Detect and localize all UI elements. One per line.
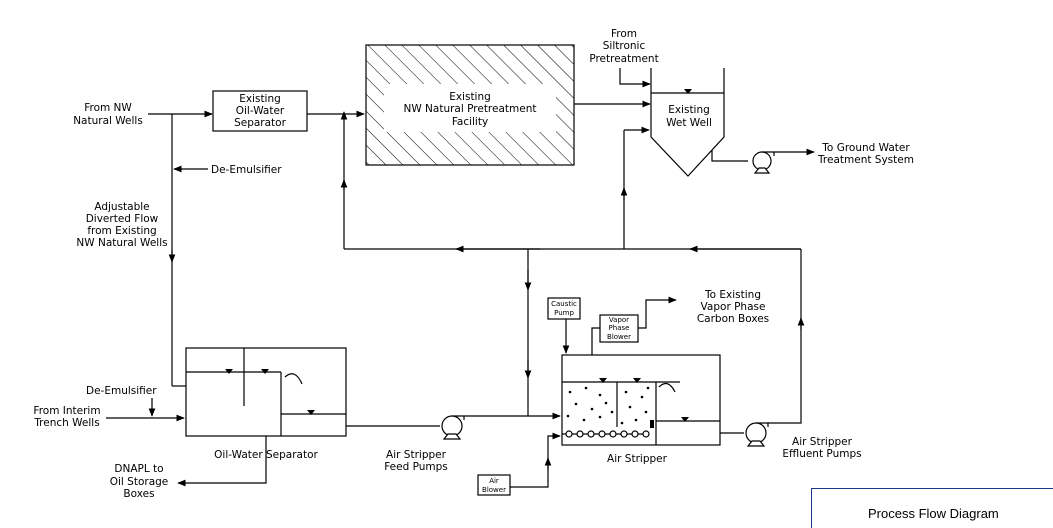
ows-bottom-label: Oil-Water Separator xyxy=(214,449,318,461)
dnapl-label: Boxes xyxy=(123,488,154,500)
feed-pumps-label: Feed Pumps xyxy=(384,461,448,473)
dnapl-label: Oil Storage xyxy=(110,476,169,488)
ows-marker-3 xyxy=(307,410,315,415)
wet-well-label: Existing xyxy=(668,104,710,116)
siltronic-label: Siltronic xyxy=(603,40,646,52)
to-gw-label: Treatment System xyxy=(817,154,914,166)
vapor-outflow-line xyxy=(638,296,677,329)
stripper-bubbles xyxy=(566,386,650,425)
wet-well-outline xyxy=(650,68,725,177)
pretreatment-label-bg xyxy=(384,84,556,132)
effluent-pump-out xyxy=(768,420,802,424)
interim-label: From Interim xyxy=(33,405,100,417)
pretreatment-label: NW Natural Pretreatment xyxy=(403,103,536,115)
to-vapor-label: To Existing xyxy=(704,289,761,301)
vapor-blower-label: Blower xyxy=(607,333,631,341)
existing-ows-label: Separator xyxy=(234,117,287,129)
interim-label: Trench Wells xyxy=(33,417,99,429)
vapor-blower-inlet xyxy=(591,327,600,355)
diverted-flow-label: Adjustable xyxy=(94,201,149,213)
feed-pump-base xyxy=(442,433,462,440)
de-emulsifier-top-label: De-Emulsifier xyxy=(211,164,282,176)
wet-well-label: Wet Well xyxy=(666,117,712,129)
vapor-blower-box xyxy=(599,314,639,343)
wet-well-outlet-line xyxy=(711,150,748,162)
to-gw-label: To Ground Water xyxy=(821,142,910,154)
stripper-marker-2 xyxy=(633,378,641,383)
vapor-blower-label: Vapor xyxy=(609,316,629,324)
ows-marker-2 xyxy=(261,369,269,374)
diverted-flow-label: NW Natural Wells xyxy=(76,237,167,249)
de-emulsifier-bottom-label: De-Emulsifier xyxy=(86,385,157,397)
pretreatment-label: Existing xyxy=(449,91,491,103)
pretreatment-label: Facility xyxy=(452,116,488,128)
gw-pump-base xyxy=(753,167,771,174)
siltronic-label: From xyxy=(611,28,637,40)
effluent-pumps-label: Air Stripper xyxy=(792,436,853,448)
diagram-title: Process Flow Diagram xyxy=(868,506,999,521)
diverted-flow-label: Diverted Flow xyxy=(86,213,159,225)
caustic-pump-label: Caustic xyxy=(551,300,577,308)
stripper-block xyxy=(650,420,654,428)
ows-marker-1 xyxy=(225,369,233,374)
air-stripper-box xyxy=(561,354,721,446)
to-vapor-label: Carbon Boxes xyxy=(697,313,769,325)
effluent-pump-icon xyxy=(745,422,767,444)
caustic-pump-label: Pump xyxy=(554,309,574,317)
siltronic-label: Pretreatment xyxy=(589,53,658,65)
air-blower-box xyxy=(477,474,511,496)
air-blower-label: Blower xyxy=(482,486,506,494)
feed-pump-icon xyxy=(441,415,463,437)
from-nw-label: Natural Wells xyxy=(73,115,143,127)
stripper-marker-3 xyxy=(681,417,689,422)
from-nw-label: From NW xyxy=(84,102,132,114)
effluent-pumps-label: Effluent Pumps xyxy=(782,448,861,460)
vapor-blower-label: Phase xyxy=(609,324,630,332)
air-feed-line xyxy=(510,432,561,488)
air-blower-label: Air xyxy=(489,477,499,485)
wet-well-level-marker xyxy=(684,89,692,94)
to-vapor-label: Vapor Phase xyxy=(701,301,766,313)
air-stripper-label: Air Stripper xyxy=(607,453,668,465)
diverted-flow-label: from Existing xyxy=(87,225,156,237)
effluent-pump-base xyxy=(746,440,766,447)
stripper-skimmer xyxy=(658,382,676,393)
dnapl-label: DNAPL to xyxy=(114,463,163,475)
oil-water-separator-box xyxy=(185,347,347,437)
caustic-pump-box xyxy=(547,297,581,320)
ows-skimmer xyxy=(284,373,303,385)
title-block xyxy=(811,488,1053,528)
diffuser-nozzles xyxy=(565,430,650,438)
existing-oil-water-separator-box xyxy=(212,90,308,132)
siltronic-inflow-line xyxy=(619,68,651,88)
existing-ows-label: Existing xyxy=(239,93,281,105)
dnapl-outflow-line xyxy=(177,436,267,487)
feed-pumps-label: Air Stripper xyxy=(386,449,447,461)
gw-pump-icon xyxy=(752,151,772,171)
labels: From NW Natural Wells Existing Oil-Water… xyxy=(33,28,914,500)
stripper-marker-1 xyxy=(599,378,607,383)
existing-ows-label: Oil-Water xyxy=(236,105,285,117)
